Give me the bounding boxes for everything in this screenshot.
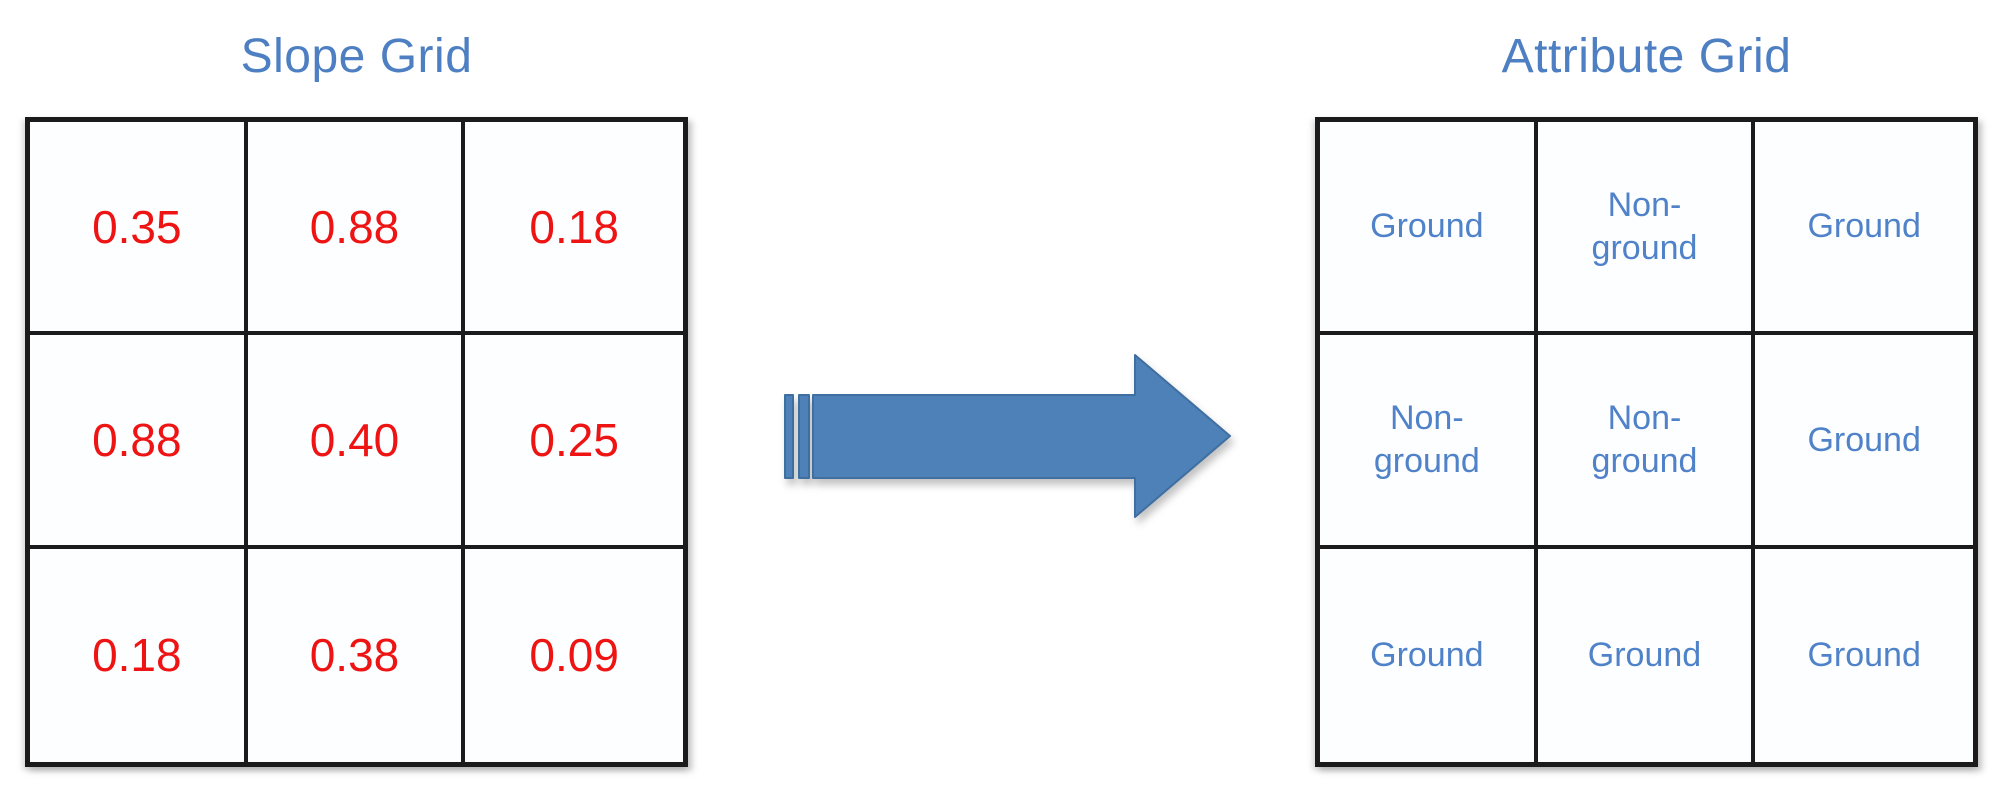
attribute-grid-cell-r1c1: Ground xyxy=(1320,122,1538,336)
right-arrow-icon xyxy=(784,354,1231,518)
arrow-stripe-1 xyxy=(784,394,794,479)
attribute-grid-cell-r1c3: Ground xyxy=(1755,122,1973,336)
slope-grid-cell-r1c2: 0.88 xyxy=(247,122,466,336)
attribute-grid-cell-r2c2: Non- ground xyxy=(1537,335,1756,549)
attribute-grid-cell-r1c2: Non- ground xyxy=(1537,122,1756,336)
slope-grid-cell-r3c2: 0.38 xyxy=(247,548,466,762)
slope-grid-cell-r2c1: 0.88 xyxy=(30,335,248,549)
attribute-grid-cell-r2c3: Ground xyxy=(1755,335,1973,549)
attribute-grid-cell-r3c2: Ground xyxy=(1537,548,1756,762)
slope-grid-title: Slope Grid xyxy=(240,30,473,83)
arrow-body xyxy=(812,354,1231,518)
slope-grid-cell-r2c2: 0.40 xyxy=(247,335,466,549)
arrow-stripe-2 xyxy=(798,394,810,479)
slope-grid-cell-r2c3: 0.25 xyxy=(465,335,683,549)
attribute-grid-cell-r2c1: Non- ground xyxy=(1320,335,1538,549)
slope-grid-cell-r1c3: 0.18 xyxy=(465,122,683,336)
slope-grid-cell-r1c1: 0.35 xyxy=(30,122,248,336)
attribute-grid-title: Attribute Grid xyxy=(1501,30,1792,83)
slope-grid-cell-r3c1: 0.18 xyxy=(30,548,248,762)
attribute-grid-cell-r3c1: Ground xyxy=(1320,548,1538,762)
slope-grid-cell-r3c3: 0.09 xyxy=(465,548,683,762)
attribute-grid-cell-r3c3: Ground xyxy=(1755,548,1973,762)
